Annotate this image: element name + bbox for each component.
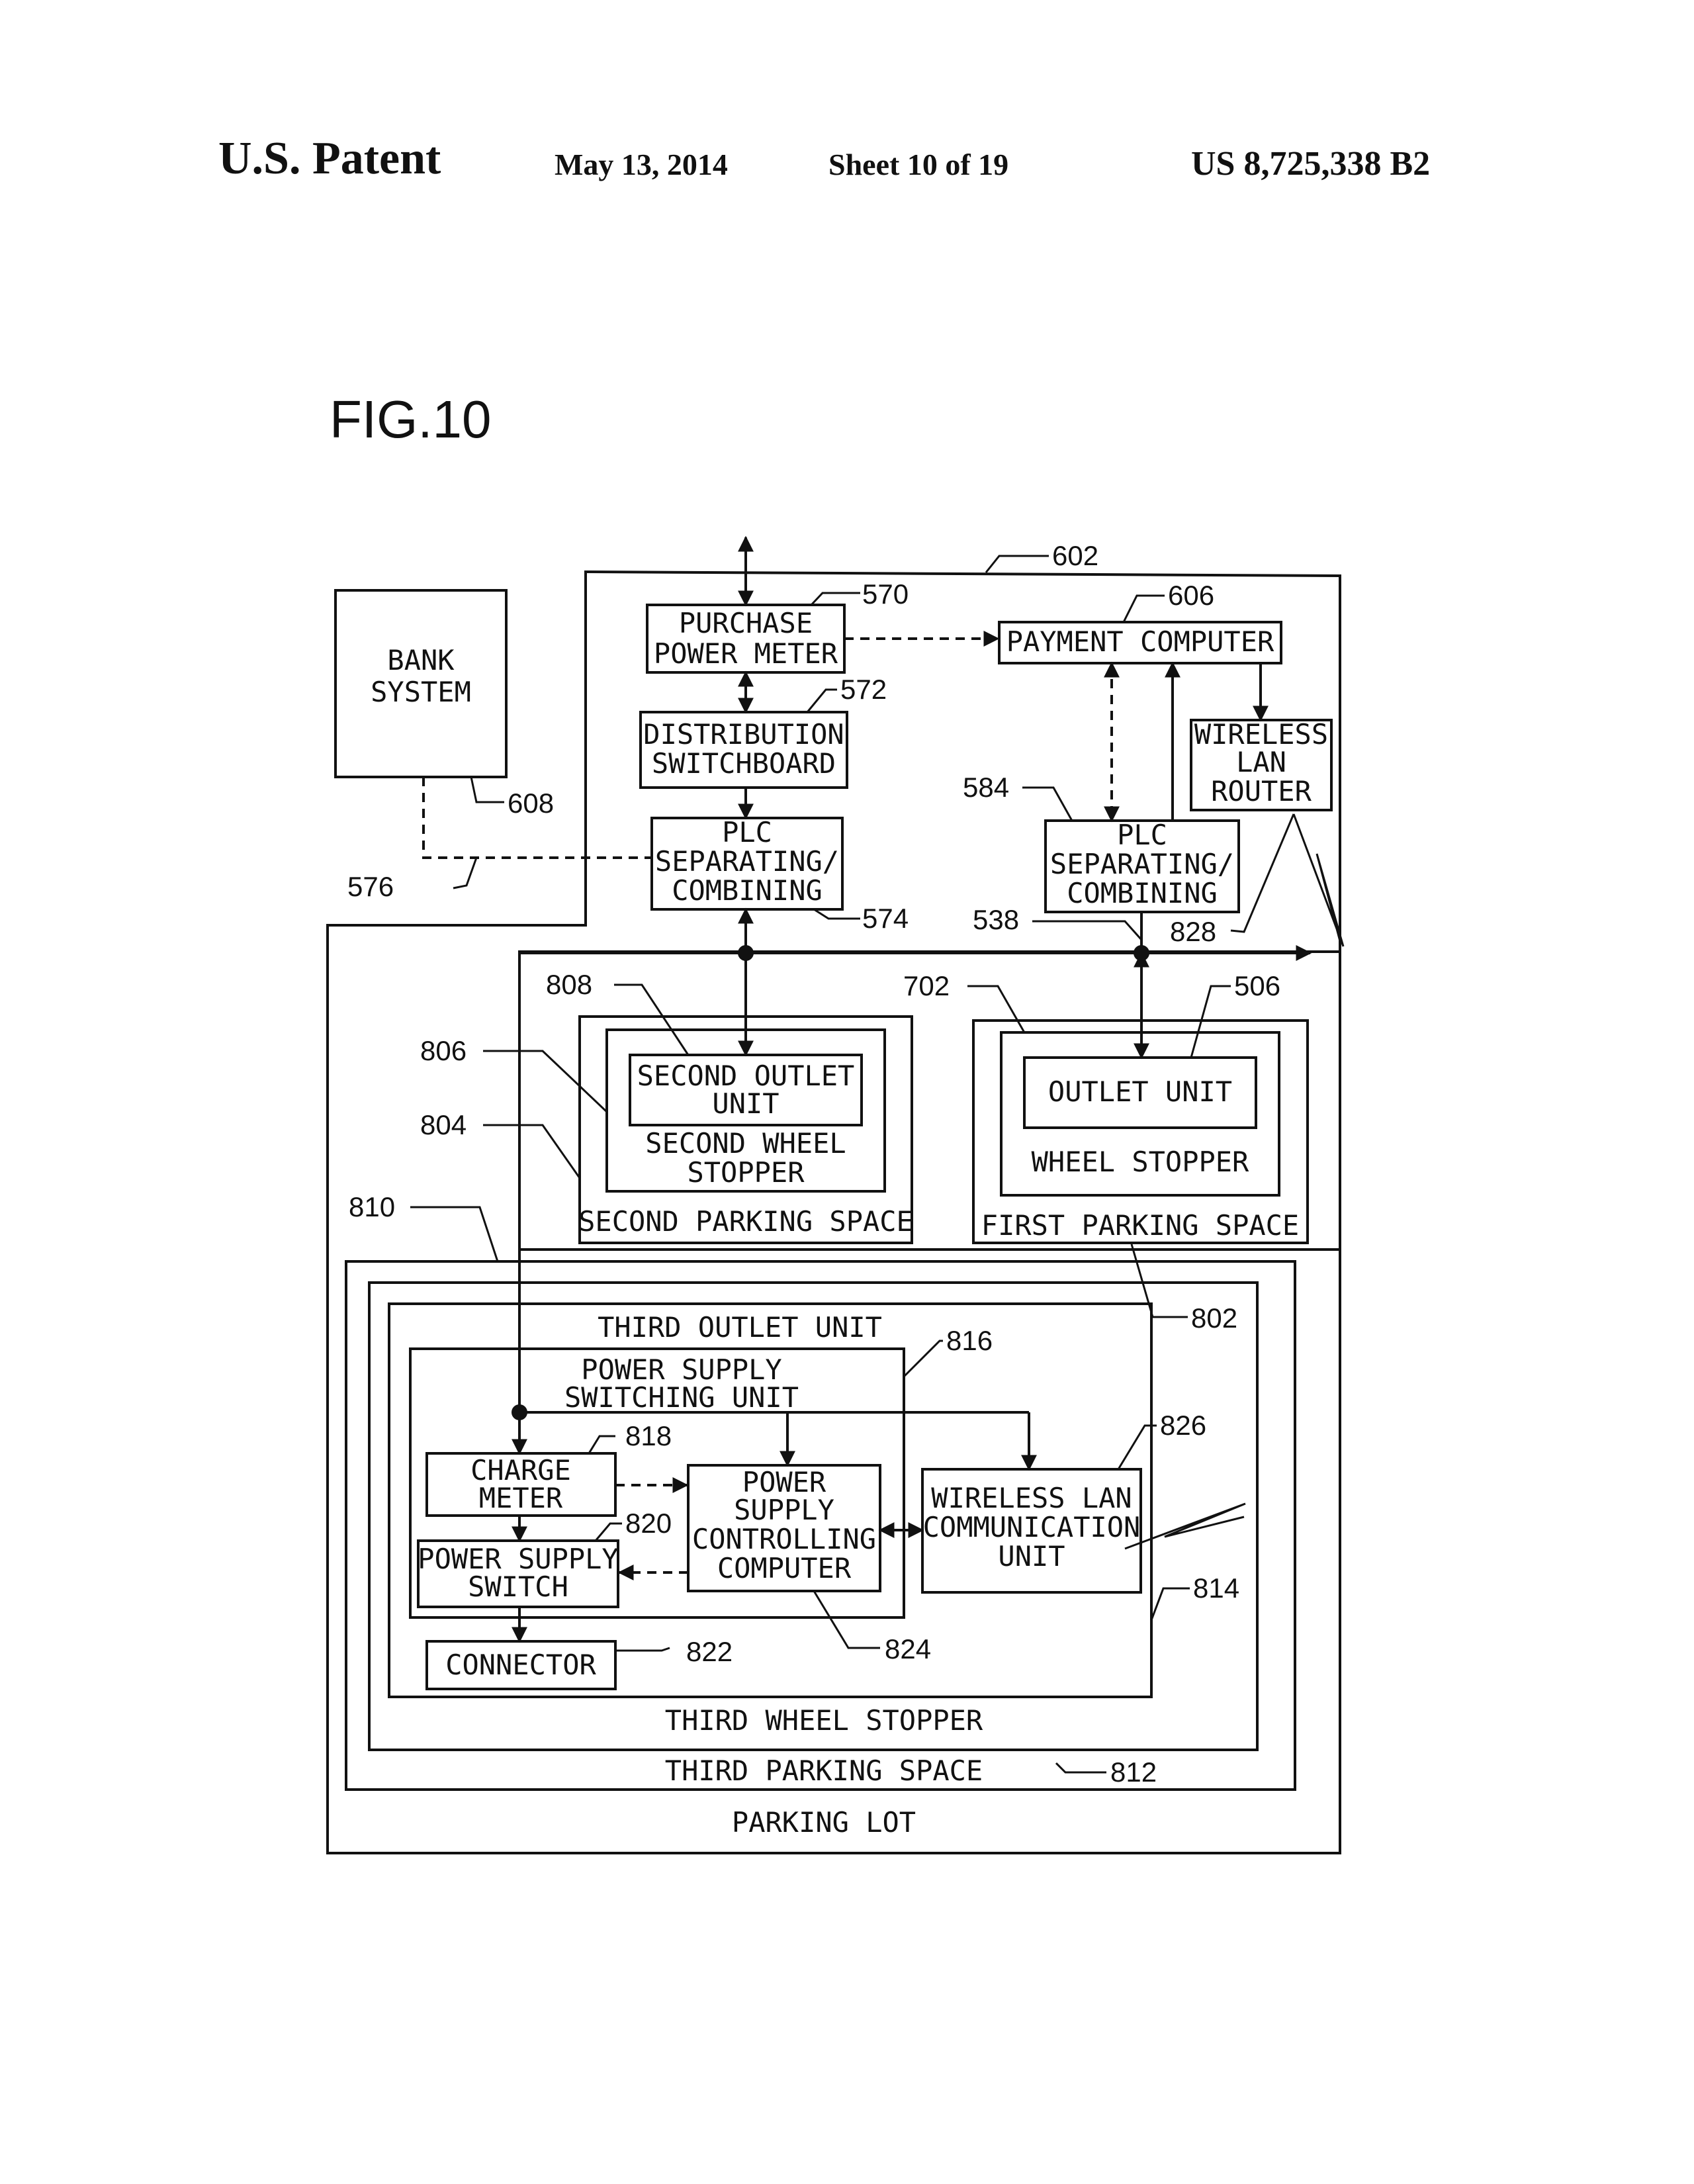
frame-602	[326, 570, 1341, 1854]
label-payment-computer: PAYMENT COMPUTER	[1006, 625, 1274, 658]
label-wireless-lan-router-1: WIRELESS	[1194, 718, 1328, 751]
label-plc-right-3: COMBINING	[1067, 877, 1218, 909]
figure-title: FIG.10	[330, 390, 492, 449]
ref-812: 812	[1110, 1756, 1157, 1788]
ref-816: 816	[946, 1325, 993, 1356]
third-parking-space-box	[345, 1260, 1296, 1791]
label-purchase-power-meter-1: PURCHASE	[679, 607, 813, 639]
dashed-bank-plc-left	[422, 777, 652, 859]
label-plc-left-3: COMBINING	[672, 874, 823, 907]
label-third-wheel-stopper: THIRD WHEEL STOPPER	[665, 1704, 983, 1737]
third-wheel-stopper-box	[368, 1281, 1259, 1751]
label-third-parking-space: THIRD PARKING SPACE	[665, 1754, 983, 1787]
ref-506: 506	[1234, 970, 1280, 1001]
ref-584: 584	[963, 772, 1009, 803]
label-distribution-switchboard-2: SWITCHBOARD	[652, 747, 836, 780]
label-charge-meter-2: METER	[479, 1482, 563, 1514]
junction-dot	[738, 945, 754, 961]
label-parking-lot: PARKING LOT	[732, 1806, 916, 1839]
ref-570: 570	[862, 578, 909, 610]
label-controller-4: COMPUTER	[717, 1552, 852, 1584]
ref-538: 538	[973, 904, 1019, 935]
label-power-supply-switch-2: SWITCH	[468, 1570, 568, 1603]
label-first-parking-space: FIRST PARKING SPACE	[981, 1209, 1299, 1242]
wireless-signal-icon	[1292, 813, 1345, 947]
header-patent-number: US 8,725,338 B2	[1191, 145, 1431, 183]
label-power-supply-switching-unit-1: POWER SUPPLY	[581, 1353, 781, 1386]
label-purchase-power-meter-2: POWER METER	[654, 637, 838, 670]
ref-808: 808	[546, 969, 592, 1000]
third-outlet-unit-box	[388, 1302, 1153, 1698]
label-wireless-lan-router-2: LAN	[1236, 746, 1286, 778]
ref-814: 814	[1193, 1572, 1239, 1604]
wireless-signal-icon	[1124, 1502, 1246, 1550]
label-controller-3: CONTROLLING	[692, 1523, 876, 1555]
label-plc-right-2: SEPARATING/	[1050, 848, 1234, 880]
ref-576: 576	[347, 871, 394, 902]
junction-dot	[1134, 945, 1149, 961]
label-power-supply-switch-1: POWER SUPPLY	[418, 1543, 618, 1575]
label-wheel-stopper: WHEEL STOPPER	[1032, 1146, 1249, 1178]
label-plc-left-2: SEPARATING/	[655, 845, 839, 878]
ref-574: 574	[862, 903, 909, 934]
bank-system-box	[334, 589, 508, 778]
ref-828: 828	[1170, 916, 1216, 947]
label-second-wheel-stopper-1: SECOND WHEEL	[645, 1127, 846, 1160]
ref-824: 824	[885, 1633, 931, 1664]
label-plc-right-1: PLC	[1117, 819, 1167, 851]
label-outlet-unit: OUTLET UNIT	[1048, 1075, 1232, 1108]
label-wlan-comm-3: UNIT	[998, 1540, 1065, 1572]
ref-802: 802	[1191, 1302, 1237, 1334]
label-second-wheel-stopper-2: STOPPER	[687, 1156, 805, 1189]
header-patent-label: U.S. Patent	[218, 133, 441, 184]
ref-822: 822	[686, 1636, 733, 1667]
label-controller-2: SUPPLY	[734, 1494, 834, 1526]
ref-820: 820	[625, 1508, 672, 1539]
label-bank-system-1: BANK	[387, 644, 455, 676]
label-bank-system-2: SYSTEM	[371, 676, 471, 708]
ref-810: 810	[349, 1191, 395, 1222]
label-charge-meter-1: CHARGE	[470, 1454, 571, 1486]
label-wireless-lan-router-3: ROUTER	[1211, 775, 1312, 807]
label-power-supply-switching-unit-2: SWITCHING UNIT	[564, 1381, 799, 1414]
label-second-parking-space: SECOND PARKING SPACE	[578, 1205, 913, 1238]
ref-572: 572	[840, 674, 887, 705]
label-wlan-comm-1: WIRELESS LAN	[931, 1482, 1132, 1514]
ref-602: 602	[1052, 540, 1098, 571]
ref-818: 818	[625, 1420, 672, 1451]
ref-606: 606	[1168, 580, 1214, 611]
label-connector: CONNECTOR	[445, 1649, 596, 1681]
ref-608: 608	[508, 788, 554, 819]
label-third-outlet-unit: THIRD OUTLET UNIT	[598, 1311, 882, 1343]
label-second-outlet-unit-1: SECOND OUTLET	[637, 1060, 855, 1092]
junction-dot	[512, 1404, 527, 1420]
label-plc-left-1: PLC	[722, 816, 772, 848]
header-date: May 13, 2014	[555, 148, 728, 181]
ref-702: 702	[903, 970, 950, 1001]
label-distribution-switchboard-1: DISTRIBUTION	[643, 718, 844, 751]
label-controller-1: POWER	[742, 1466, 826, 1498]
ref-806: 806	[420, 1035, 467, 1066]
ref-826: 826	[1160, 1410, 1206, 1441]
power-supply-switching-unit-box	[409, 1347, 905, 1619]
header-sheet: Sheet 10 of 19	[828, 148, 1009, 181]
label-wlan-comm-2: COMMUNICATION	[923, 1511, 1141, 1543]
label-second-outlet-unit-2: UNIT	[712, 1087, 779, 1120]
ref-804: 804	[420, 1109, 467, 1140]
